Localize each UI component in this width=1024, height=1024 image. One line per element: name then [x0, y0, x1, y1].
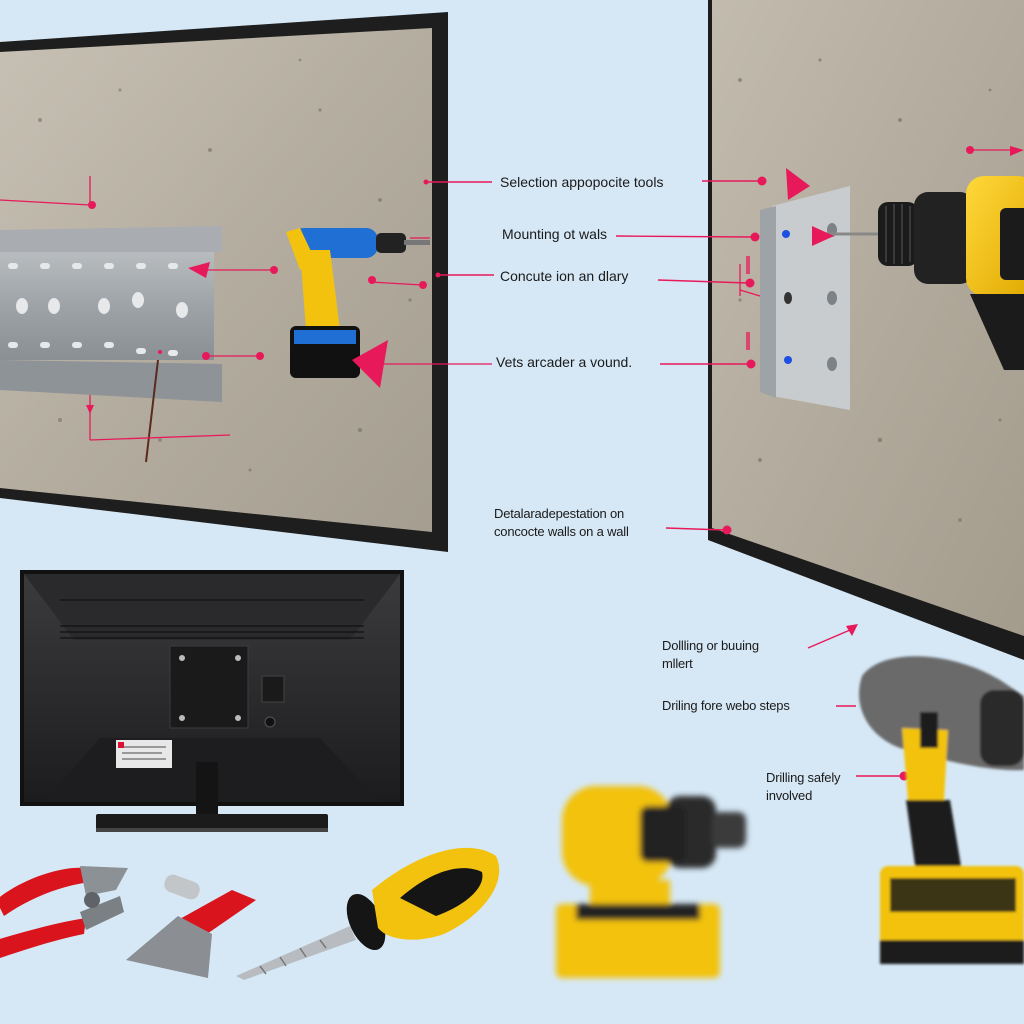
callout-detail-line1: Detalaradepestation on — [494, 506, 625, 521]
left-annotation-marks — [0, 176, 492, 441]
callout-concrete-drilling: Concute ion an dlary — [500, 268, 629, 284]
callout-drilling-line1: Dollling or buuing — [662, 638, 759, 653]
pliers-icon — [0, 866, 128, 958]
callout-safety-line2: involved — [766, 788, 813, 803]
drill-icon — [556, 786, 746, 978]
callout-vets-around: Vets arcader a vound. — [496, 354, 633, 370]
drill-icon — [812, 176, 1024, 370]
drill-icon — [859, 656, 1024, 964]
screwdriver-icon — [236, 847, 500, 980]
callout-selection-tools: Selection appopocite tools — [500, 174, 664, 190]
right-wall-panel — [708, 0, 1024, 660]
drill-icon — [286, 228, 430, 378]
callout-safety-line1: Drilling safely — [766, 770, 841, 785]
callout-drilling-line2: mllert — [662, 656, 693, 671]
callout-drilling-steps: Driling fore webo steps — [662, 698, 790, 713]
mounting-plate-icon — [760, 186, 850, 410]
callout-mounting-walls: Mounting ot wals — [502, 226, 608, 242]
scraper-icon — [126, 874, 256, 978]
left-wall-panel — [0, 12, 492, 552]
callout-leaders — [423, 176, 909, 781]
callout-detail-line2: concocte walls on a wall — [494, 524, 629, 539]
tv-icon — [20, 570, 404, 832]
mounting-bracket-icon — [0, 226, 222, 402]
right-annotation-marks — [739, 146, 1024, 350]
